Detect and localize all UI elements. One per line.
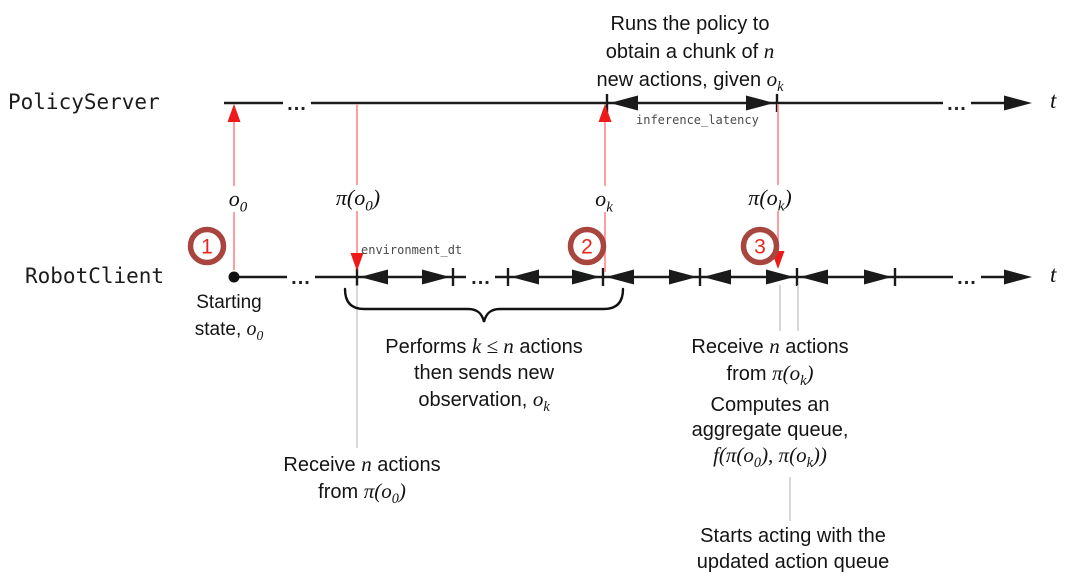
ellipsis-bottom-right: ... [953,266,981,289]
step-marker-2: 2 [567,226,607,266]
step-3-number: 3 [754,236,766,259]
inference-latency-left-arrowhead-icon [610,95,638,111]
step-2-ring-icon [567,226,607,266]
policyserver-time-arrowhead-icon [1004,95,1032,111]
message-label-ok: ok [592,186,616,215]
leader-lines [356,285,799,521]
ellipsis-top-left: ... [283,92,311,115]
step-1-number: 1 [201,236,213,259]
duration-label-inference-latency: inference_latency [636,113,759,127]
step-marker-1: 1 [187,226,227,266]
left-arrowhead-icon [800,269,828,285]
ellipsis-bottom-mid: ... [467,266,495,289]
environment-dt-arrowheads [360,269,892,285]
right-arrowhead-icon [766,269,794,285]
actor-label-robotclient: RobotClient [25,264,165,288]
left-arrowhead-icon [703,269,731,285]
right-arrowhead-icon [669,269,697,285]
arrow-ok-up-arrowhead-icon [598,104,612,122]
duration-label-environment-dt: environment_dt [361,243,463,257]
inference-latency-right-arrowhead-icon [746,95,774,111]
policyserver-timeline [224,94,1032,112]
arrow-pi-o0-down [350,104,364,271]
arrow-pi-o0-down-arrowhead-icon [350,253,364,271]
time-label-top: t [1050,88,1057,113]
right-arrowhead-icon [572,269,600,285]
step-marker-3: 3 [740,226,780,266]
left-arrowhead-icon [360,269,388,285]
message-label-o0: o0 [225,186,251,215]
step-3-ring-icon [740,226,780,266]
step-2-number: 2 [581,236,593,259]
arrow-o0-up-arrowhead-icon [227,104,241,122]
actor-label-policyserver: PolicyServer [8,90,160,114]
left-arrowhead-icon [606,269,634,285]
left-arrowhead-icon [511,269,539,285]
robotclient-time-arrowhead-icon [1004,269,1032,285]
message-label-pi-o0: π(o0) [332,185,384,214]
message-arrows [227,104,785,272]
step-1-ring-icon [187,226,227,266]
starting-state-dot [228,271,240,283]
robotclient-timeline [228,268,1032,286]
right-arrowhead-icon [864,269,892,285]
message-label-pi-ok: π(ok) [745,185,795,214]
ellipsis-bottom-left: ... [287,266,315,289]
right-arrowhead-icon [422,269,450,285]
ellipsis-top-right: ... [943,92,971,115]
curly-brace-icon [343,287,625,323]
time-label-bottom: t [1050,262,1057,287]
